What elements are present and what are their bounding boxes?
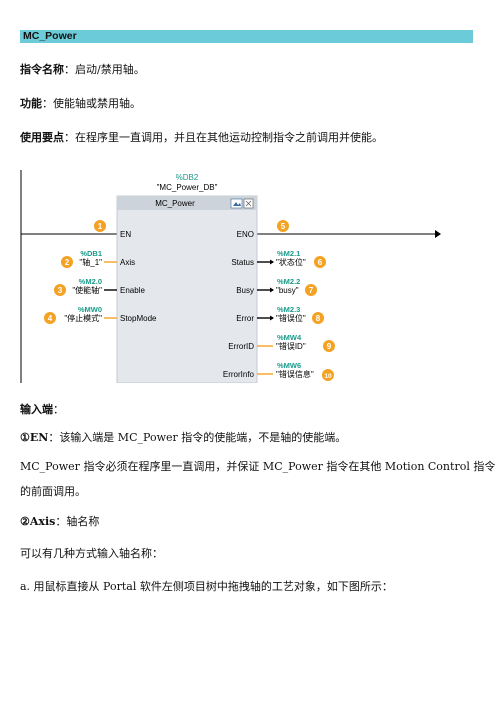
marker-2: 2 <box>65 258 70 267</box>
output-address: %MW6 <box>277 361 301 370</box>
output-operand: "错误ID" <box>276 341 306 351</box>
marker-8: 8 <box>316 314 321 323</box>
output-address: %M2.3 <box>277 305 300 314</box>
marker-circle-1 <box>94 220 106 232</box>
output-operand: "错误信息" <box>276 369 314 379</box>
mc-power-block-diagram: %DB2 "MC_Power_DB" MC_Power EN AxisEnable… <box>20 170 441 383</box>
en-text: 该输入端是 MC_Power 指令的使能端，不是轴的使能端。 <box>59 431 347 444</box>
block-title: MC_Power <box>155 199 195 208</box>
instruction-name-line: 指令名称：启动/禁用轴。 <box>20 63 145 76</box>
input-address: %M2.0 <box>79 277 102 286</box>
marker-5: 5 <box>281 222 286 231</box>
en-label: ①EN <box>20 431 49 444</box>
axis-note: 可以有几种方式输入轴名称： <box>20 547 163 560</box>
en-note-line2: 的前面调用。 <box>20 485 86 498</box>
pin-errorinfo: ErrorInfo <box>223 370 255 379</box>
marker-circle-8 <box>312 312 324 324</box>
marker-circle-4 <box>44 312 56 324</box>
output-operand: "状态位" <box>276 257 306 267</box>
block-icon-b-glyph <box>245 200 252 207</box>
input-address: %MW0 <box>78 305 102 314</box>
pin-status: Status <box>231 258 254 267</box>
usage-line: 使用要点：在程序里一直调用，并且在其他运动控制指令之前调用并使能。 <box>20 131 383 144</box>
marker-7: 7 <box>309 286 314 295</box>
output-address: %MW4 <box>277 333 302 342</box>
db-address: %DB2 <box>176 173 199 182</box>
output-operands: %M2.1"状态位" %M2.2"busy" %M2.3"错误位" %MW4"错误ID… <box>257 249 314 379</box>
marker-1: 1 <box>98 222 103 231</box>
pin-enable: Enable <box>120 286 145 295</box>
markers: 1 2 3 4 5 6 7 8 9 10 <box>44 220 335 381</box>
db-name: "MC_Power_DB" <box>157 183 218 192</box>
input-operand: "轴_1" <box>79 257 102 267</box>
usage-label: 使用要点 <box>20 131 64 144</box>
pin-stopmode: StopMode <box>120 314 157 323</box>
marker-9: 9 <box>327 342 332 351</box>
function-value: 使能轴或禁用轴。 <box>53 97 141 110</box>
input-operand: "停止模式" <box>64 313 102 323</box>
marker-10: 10 <box>324 373 332 380</box>
function-block <box>116 195 258 383</box>
input-address: %DB1 <box>80 249 102 258</box>
block-icon-a-glyph <box>233 202 241 206</box>
axis-description: ②Axis：轴名称 <box>20 515 100 528</box>
output-operand: "busy" <box>276 286 299 295</box>
output-operand: "错误位" <box>276 313 306 323</box>
en-description: ①EN：该输入端是 MC_Power 指令的使能端，不是轴的使能端。 <box>20 431 347 444</box>
pin-error: Error <box>236 314 254 323</box>
marker-circle-2 <box>61 256 73 268</box>
marker-circle-6 <box>314 256 326 268</box>
pin-en: EN <box>120 230 131 239</box>
marker-circle-10 <box>322 369 334 381</box>
instruction-name-label: 指令名称 <box>20 63 64 76</box>
en-note-line1: MC_Power 指令必须在程序里一直调用，并保证 MC_Power 指令在其他… <box>20 460 496 473</box>
pin-busy: Busy <box>236 286 254 295</box>
input-operands: %DB1"轴_1" %M2.0"使能轴" %MW0"停止模式" <box>64 249 117 323</box>
marker-circle-3 <box>54 284 66 296</box>
eno-arrow <box>435 230 441 238</box>
pin-errorid: ErrorID <box>228 342 254 351</box>
section-header: MC_Power <box>20 30 473 43</box>
pin-axis: Axis <box>120 258 135 267</box>
axis-text: 轴名称 <box>66 515 100 528</box>
pin-eno: ENO <box>237 230 254 239</box>
axis-method-a: a. 用鼠标直接从 Portal 软件左侧项目树中拖拽轴的工艺对象，如下图所示： <box>20 580 393 593</box>
inputs-heading: 输入端： <box>20 403 64 416</box>
output-arrow <box>270 259 274 265</box>
function-line: 功能：使能轴或禁用轴。 <box>20 97 141 110</box>
marker-3: 3 <box>58 286 63 295</box>
input-operand: "使能轴" <box>72 285 102 295</box>
marker-6: 6 <box>318 258 323 267</box>
function-label: 功能 <box>20 97 42 110</box>
marker-4: 4 <box>48 314 53 323</box>
output-address: %M2.1 <box>277 249 300 258</box>
output-arrow <box>270 287 274 293</box>
marker-circle-7 <box>305 284 317 296</box>
instruction-name-value: 启动/禁用轴。 <box>75 63 145 76</box>
marker-circle-9 <box>323 340 335 352</box>
output-address: %M2.2 <box>277 277 300 286</box>
axis-label: ②Axis <box>20 515 56 528</box>
output-arrow <box>270 315 274 321</box>
marker-circle-5 <box>277 220 289 232</box>
function-block-header <box>117 196 257 210</box>
usage-value: 在程序里一直调用，并且在其他运动控制指令之前调用并使能。 <box>75 131 383 144</box>
